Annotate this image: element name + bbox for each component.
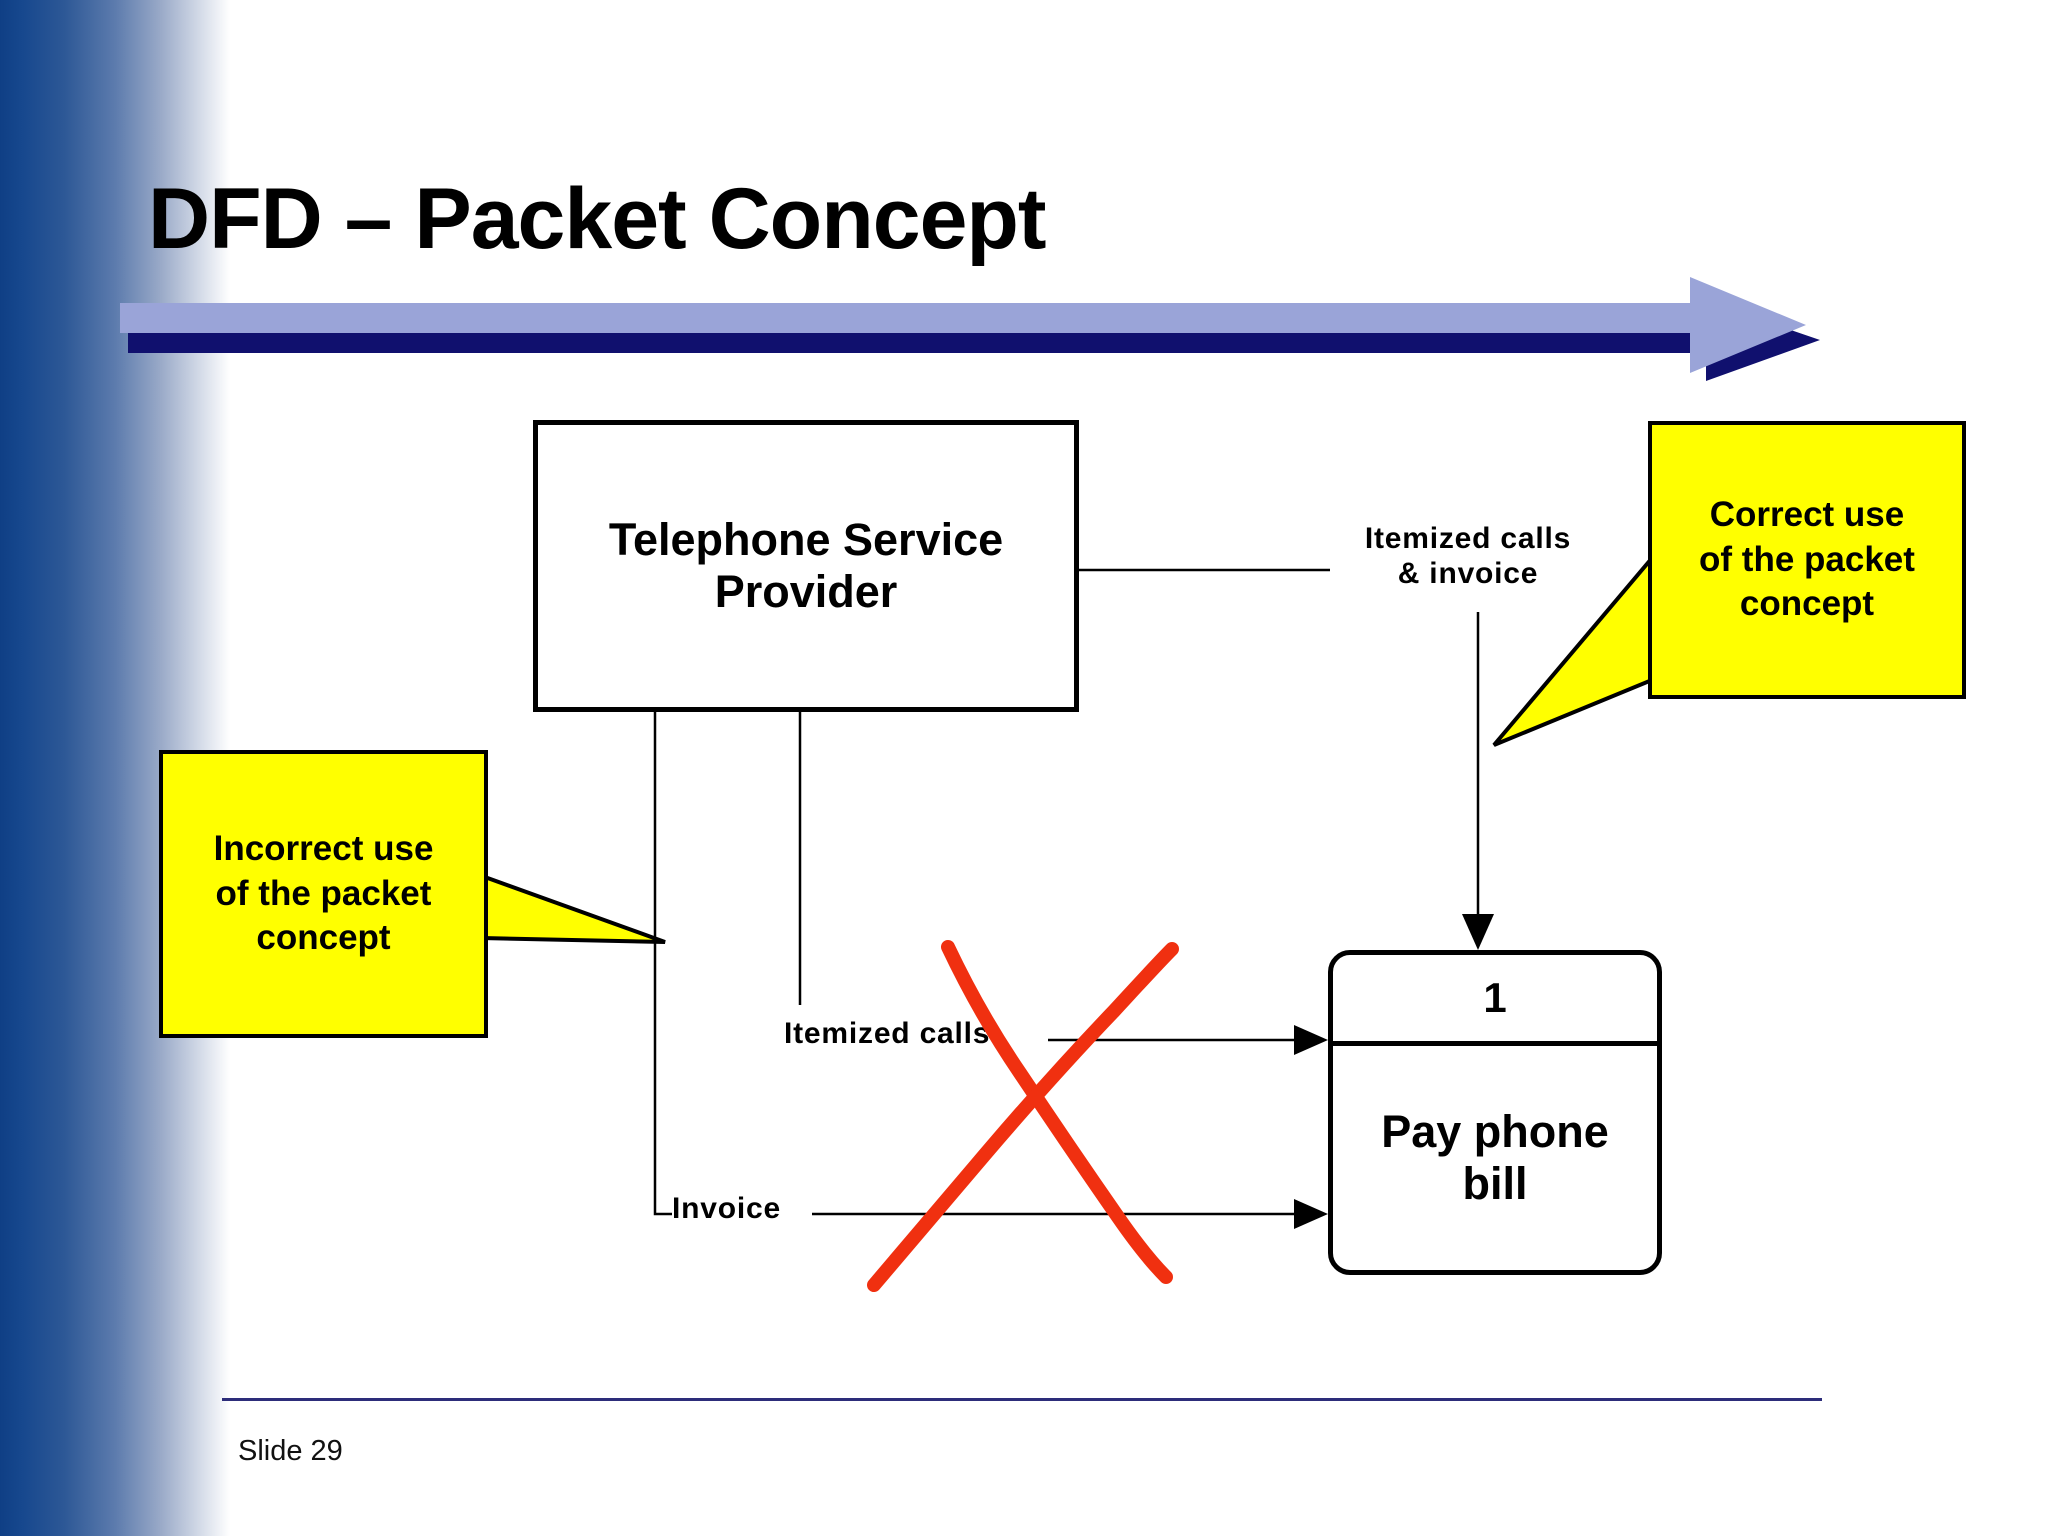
callout-incorrect-text: Incorrect use of the packet concept <box>213 828 434 958</box>
red-cross-out-mark <box>867 925 1310 1305</box>
slide-number-label: Slide 29 <box>238 1435 343 1467</box>
callout-correct-use[interactable]: Correct use of the packet concept <box>1648 421 1966 699</box>
arrowhead-correct <box>1462 914 1494 950</box>
cross-stroke-2 <box>867 942 1179 1292</box>
arrowhead-itemized <box>1294 1025 1328 1055</box>
process-number: 1 <box>1333 955 1657 1046</box>
flow-label-itemized-calls: Itemized calls <box>784 1017 991 1050</box>
process-pay-phone-bill[interactable]: 1 Pay phone bill <box>1328 950 1662 1275</box>
title-arrow-shadow <box>128 301 1820 381</box>
external-entity-label: Telephone Service Provider <box>608 514 1004 617</box>
title-arrow-divider <box>120 277 1840 381</box>
flow-label-itemized-calls-and-invoice: Itemized calls & invoice <box>1364 522 1572 591</box>
footer-divider-rule <box>222 1398 1822 1401</box>
page-title: DFD – Packet Concept <box>148 171 1047 267</box>
title-arrow-body <box>120 277 1806 373</box>
callout-correct-text: Correct use of the packet concept <box>1699 494 1915 624</box>
callout-incorrect-use[interactable]: Incorrect use of the packet concept <box>159 750 488 1038</box>
callout-incorrect-tail <box>460 820 720 1010</box>
arrowhead-invoice <box>1294 1199 1328 1229</box>
external-entity-telephone-service-provider[interactable]: Telephone Service Provider <box>533 420 1079 712</box>
process-label: Pay phone bill <box>1381 1106 1609 1209</box>
cross-stroke-1 <box>941 940 1173 1284</box>
flow-label-invoice: Invoice <box>672 1192 781 1225</box>
connector-invoice-drop <box>653 712 672 1216</box>
